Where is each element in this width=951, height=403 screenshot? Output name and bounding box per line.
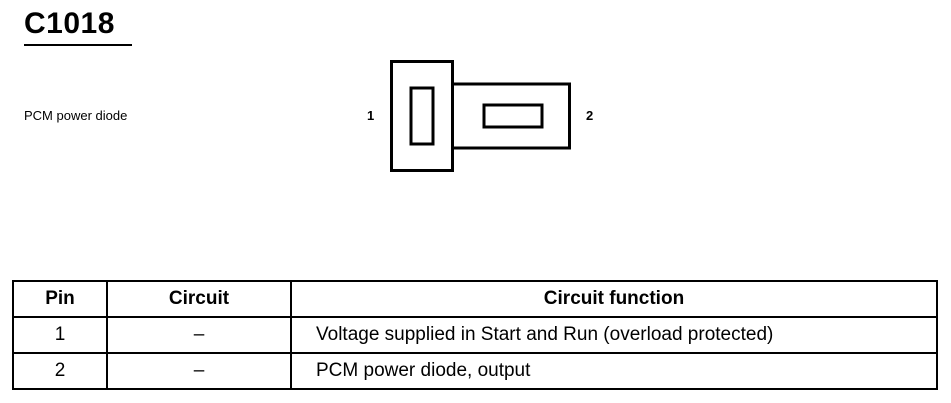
circuit-column-header: Circuit (106, 280, 292, 318)
pin-table: Pin Circuit Circuit function 1 – Voltage… (12, 280, 938, 390)
connector-id-underline (24, 44, 132, 46)
circuit-function-cell: Voltage supplied in Start and Run (overl… (290, 316, 938, 354)
connector-face-diagram (390, 60, 571, 172)
table-row: 1 – Voltage supplied in Start and Run (o… (12, 316, 938, 354)
circuit-function-column-header: Circuit function (290, 280, 938, 318)
pin-1-cavity (409, 86, 435, 146)
connector-description: PCM power diode (24, 108, 128, 123)
table-row: 2 – PCM power diode, output (12, 352, 938, 390)
circuit-function-cell: PCM power diode, output (290, 352, 938, 390)
connector-housing-left (390, 60, 454, 172)
pin-cell: 1 (12, 316, 108, 354)
connector-id: C1018 (24, 7, 115, 40)
pin-table-header-row: Pin Circuit Circuit function (12, 280, 938, 318)
circuit-cell: – (106, 352, 292, 390)
pin-label-2: 2 (586, 108, 594, 123)
circuit-cell: – (106, 316, 292, 354)
pin-label-1: 1 (367, 108, 375, 123)
pin-2-cavity (482, 103, 544, 129)
pin-column-header: Pin (12, 280, 108, 318)
pin-cell: 2 (12, 352, 108, 390)
